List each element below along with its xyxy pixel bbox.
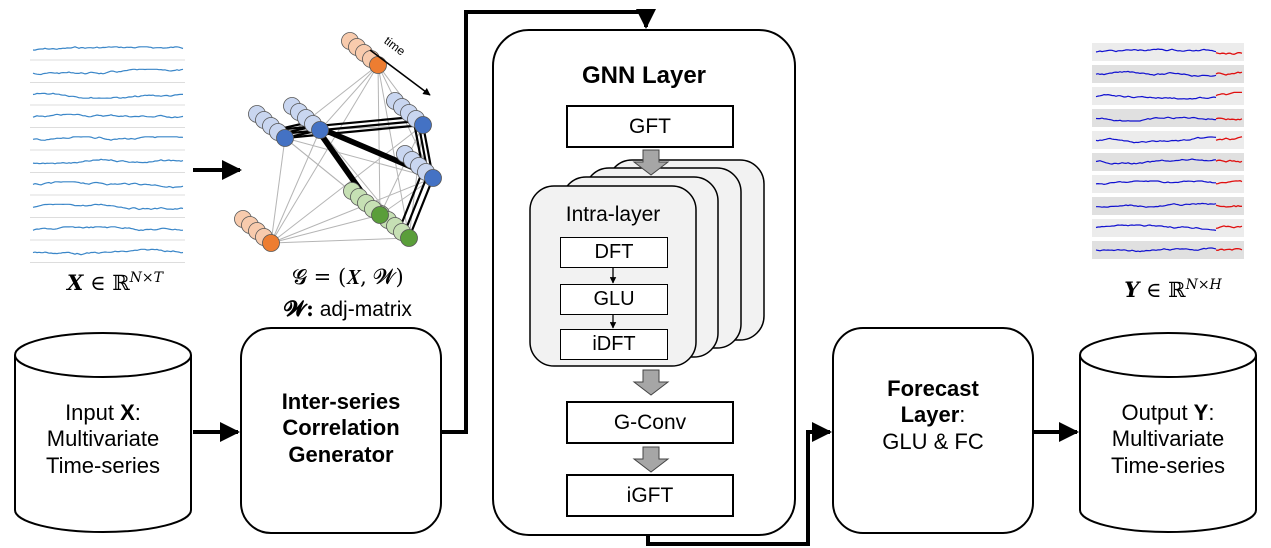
- output-series-history: [1095, 116, 1216, 122]
- output-series-history: [1095, 93, 1217, 100]
- time-label: time: [381, 34, 408, 59]
- output-series-forecast: [1215, 117, 1243, 121]
- gft-to-intra-arrow: [632, 149, 670, 176]
- output-series-forecast: [1215, 51, 1243, 55]
- input-series-line: [32, 92, 183, 99]
- output-series-forecast: [1215, 247, 1243, 251]
- generator-to-gnn-arrow: [441, 9, 656, 434]
- input-series-line: [32, 68, 184, 76]
- output-series-history: [1095, 247, 1217, 253]
- forecast-label: Forecast Layer: GLU & FC: [882, 376, 984, 454]
- output-series-panel: [1092, 65, 1244, 83]
- idft-block: iDFT: [560, 329, 668, 360]
- output-series-history: [1095, 70, 1217, 77]
- graph-node: [262, 234, 280, 252]
- gnn-layer-title: GNN Layer: [581, 62, 707, 89]
- output-series-panel: [1092, 131, 1244, 149]
- output-series-history: [1095, 136, 1217, 144]
- gconv-to-igft-arrow: [632, 446, 670, 473]
- input-series-line: [32, 158, 184, 165]
- output-series-forecast: [1215, 136, 1243, 141]
- output-series-panel: [1092, 219, 1244, 237]
- output-shape-label: Y ∈ ℝN×H: [1124, 277, 1222, 302]
- output-series-forecast: [1215, 159, 1243, 163]
- output-series-panel: [1092, 87, 1244, 105]
- output-series-panel: [1092, 197, 1244, 215]
- graph-node: [400, 229, 418, 247]
- input-series-line: [32, 248, 184, 256]
- graph-node: [414, 116, 432, 134]
- output-series-history: [1095, 180, 1216, 186]
- generator-label: Inter-series Correlation Generator: [281, 389, 401, 467]
- glu-block: GLU: [560, 284, 668, 315]
- dft-block: DFT: [560, 237, 668, 268]
- igft-block: iGFT: [566, 474, 734, 517]
- intra-to-gconv-arrow: [632, 369, 670, 396]
- output-series-forecast: [1215, 71, 1243, 76]
- input-series-line: [32, 226, 184, 232]
- output-series-panel: [1092, 43, 1244, 61]
- output-series-forecast: [1215, 91, 1242, 97]
- input-series-thumbnail: [30, 46, 185, 263]
- output-series-forecast: [1215, 180, 1243, 185]
- graph-node: [311, 121, 329, 139]
- output-series-history: [1095, 158, 1217, 165]
- input-database-label: Input X: Multivariate Time-series: [45, 400, 161, 478]
- input-series-line: [32, 203, 184, 211]
- gconv-block: G-Conv: [566, 401, 734, 444]
- intra-layer-title: Intra-layer: [565, 203, 661, 226]
- graph-definition-label: 𝓖 = (𝑿, 𝓦): [292, 265, 404, 289]
- output-series-history: [1096, 202, 1217, 208]
- graph-node: [369, 56, 387, 74]
- output-database-label: Output Y: Multivariate Time-series: [1110, 400, 1226, 478]
- adj-matrix-label: 𝓦: adj-matrix: [284, 296, 412, 321]
- output-series-history: [1095, 48, 1217, 53]
- output-database-icon: [1079, 332, 1257, 533]
- input-series-line: [32, 181, 184, 189]
- graph-illustration: [234, 32, 442, 252]
- graph-node: [424, 169, 442, 187]
- input-series-line: [32, 46, 184, 51]
- input-database-icon: [14, 332, 192, 533]
- output-series-panel: [1092, 109, 1244, 127]
- output-series-thumbnail: [1092, 43, 1244, 259]
- time-arrow: [369, 49, 431, 96]
- output-series-forecast: [1215, 225, 1243, 230]
- output-series-panel: [1092, 153, 1244, 171]
- gnn-to-forecast-arrow: [646, 422, 832, 546]
- input-shape-label: X ∈ ℝN×T: [67, 270, 163, 295]
- input-series-line: [32, 136, 184, 141]
- graph-node: [276, 129, 294, 147]
- graph-node: [371, 206, 389, 224]
- output-series-panel: [1092, 175, 1244, 193]
- input-series-line: [32, 113, 184, 119]
- output-series-history: [1095, 224, 1217, 231]
- gft-block: GFT: [566, 105, 734, 148]
- output-series-forecast: [1215, 204, 1242, 208]
